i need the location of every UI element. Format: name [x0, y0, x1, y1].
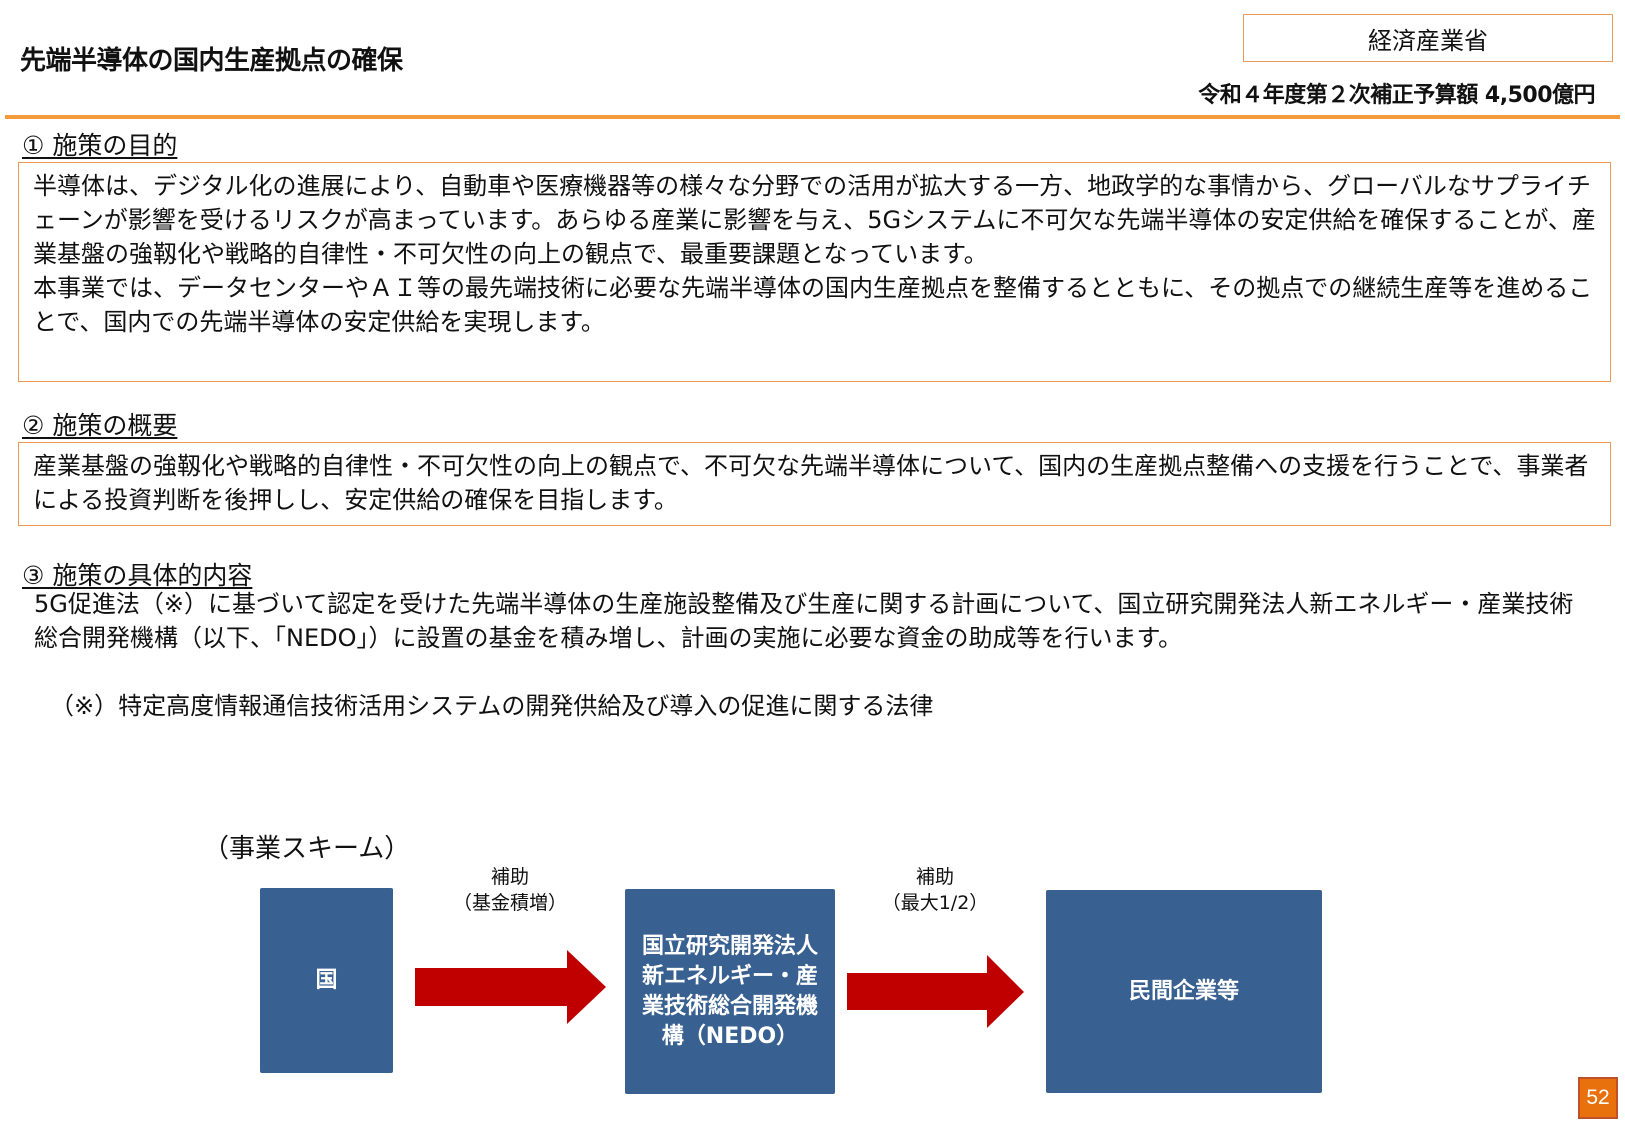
arrow-2-caption-line2: （最大1/2） — [881, 892, 989, 914]
scheme-label: （事業スキーム） — [203, 834, 411, 864]
arrow-2-caption: 補助 （最大1/2） — [845, 864, 1025, 916]
arrow-2-caption-line1: 補助 — [915, 866, 954, 888]
node-private-companies: 民間企業等 — [1046, 890, 1322, 1093]
node-nedo-label: 国立研究開発法人新エネルギー・産業技術総合開発機構（NEDO） — [641, 933, 818, 1049]
overview-paragraph: 産業基盤の強靱化や戦略的自律性・不可欠性の向上の観点で、不可欠な先端半導体につい… — [33, 452, 1589, 514]
node-private-companies-label: 民間企業等 — [1128, 978, 1239, 1004]
section-purpose-box: 半導体は、デジタル化の進展により、自動車や医療機器等の様々な分野での活用が拡大す… — [18, 162, 1611, 382]
page-number: 52 — [1586, 1086, 1610, 1109]
arrow-1-caption-line1: 補助 — [490, 866, 529, 888]
budget-amount: 令和４年度第２次補正予算額 4,500億円 — [1198, 83, 1595, 108]
details-footnote: （※）特定高度情報通信技術活用システムの開発供給及び導入の促進に関する法律 — [50, 692, 934, 720]
purpose-paragraph-2: 本事業では、データセンターやＡＩ等の最先端技術に必要な先端半導体の国内生産拠点を… — [33, 274, 1593, 336]
node-nedo: 国立研究開発法人新エネルギー・産業技術総合開発機構（NEDO） — [625, 889, 835, 1094]
ministry-text: 経済産業省 — [1368, 26, 1488, 55]
section-purpose-heading: ① 施策の目的 — [22, 131, 178, 160]
node-government-label: 国 — [315, 967, 338, 993]
section-overview-heading: ② 施策の概要 — [22, 411, 178, 440]
section-overview-box: 産業基盤の強靱化や戦略的自律性・不可欠性の向上の観点で、不可欠な先端半導体につい… — [18, 442, 1611, 526]
ministry-label: 経済産業省 — [1243, 14, 1613, 62]
right-arrow-icon — [847, 955, 1024, 1028]
page-number-badge: 52 — [1578, 1077, 1618, 1119]
page-title: 先端半導体の国内生産拠点の確保 — [20, 46, 403, 76]
arrow-1-caption: 補助 （基金積増） — [420, 864, 600, 916]
section-details-heading: ③ 施策の具体的内容 — [22, 561, 253, 590]
details-paragraph: 5G促進法（※）に基づいて認定を受けた先端半導体の生産施設整備及び生産に関する計… — [34, 590, 1574, 652]
right-arrow-icon — [415, 950, 606, 1024]
arrow-1-caption-line2: （基金積増） — [452, 892, 567, 914]
purpose-paragraph-1: 半導体は、デジタル化の進展により、自動車や医療機器等の様々な分野での活用が拡大す… — [33, 172, 1596, 268]
header-divider — [5, 115, 1620, 119]
node-government: 国 — [260, 888, 393, 1073]
